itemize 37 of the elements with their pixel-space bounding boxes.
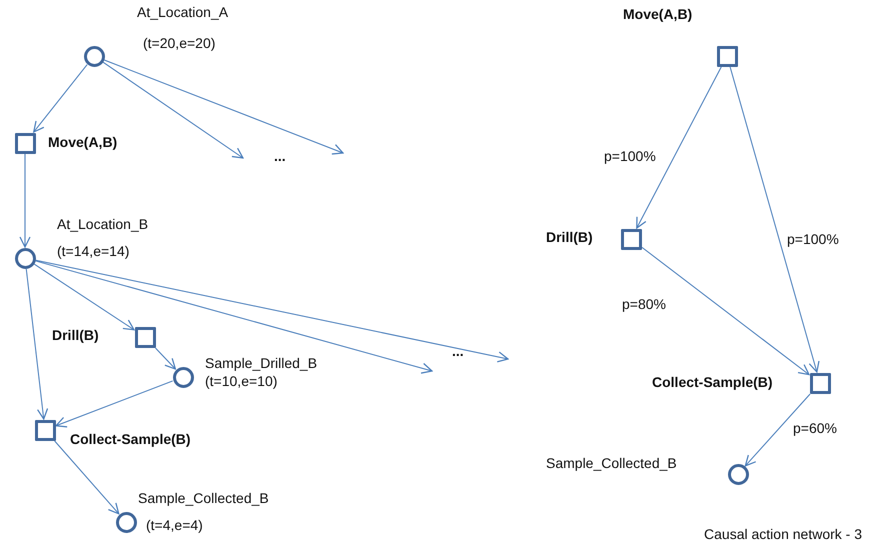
action-label: Drill(B) <box>52 327 99 343</box>
edge-label: p=80% <box>622 296 666 312</box>
state-label: At_Location_A <box>137 4 228 20</box>
arrow <box>19 154 31 248</box>
arrow <box>104 60 344 155</box>
action-label: Move(A,B) <box>623 6 692 22</box>
edge-label: p=60% <box>793 420 837 436</box>
arrow <box>26 268 48 420</box>
action-label: Drill(B) <box>546 229 593 245</box>
state-label: At_Location_B <box>57 216 148 232</box>
arrow <box>35 260 433 374</box>
arrow <box>55 380 174 428</box>
arrow <box>154 348 176 370</box>
arrow <box>636 66 722 229</box>
ellipsis-label: ... <box>274 148 286 164</box>
arrow <box>35 260 509 362</box>
state-label: Sample_Collected_B <box>138 490 269 506</box>
action-label: Collect-Sample(B) <box>70 431 191 447</box>
arrow <box>744 394 811 466</box>
state-label: Sample_Drilled_B <box>205 355 318 371</box>
arrow <box>33 64 88 133</box>
state-values: (t=10,e=10) <box>205 373 278 389</box>
caption: Causal action network - 3 <box>704 526 862 542</box>
ellipsis-label: ... <box>452 343 464 359</box>
arrow <box>730 66 820 373</box>
state-label: Sample_Collected_B <box>546 455 677 471</box>
arrow <box>34 264 135 330</box>
action-label: Collect-Sample(B) <box>652 374 773 390</box>
edge-label: p=100% <box>787 231 839 247</box>
arrow <box>102 62 244 159</box>
edge-label: p=100% <box>604 148 656 164</box>
state-values: (t=14,e=14) <box>57 243 130 259</box>
state-values: (t=4,e=4) <box>146 517 203 533</box>
arrow <box>54 440 120 514</box>
action-label: Move(A,B) <box>48 134 118 150</box>
state-values: (t=20,e=20) <box>143 35 216 51</box>
arrow <box>642 246 810 376</box>
